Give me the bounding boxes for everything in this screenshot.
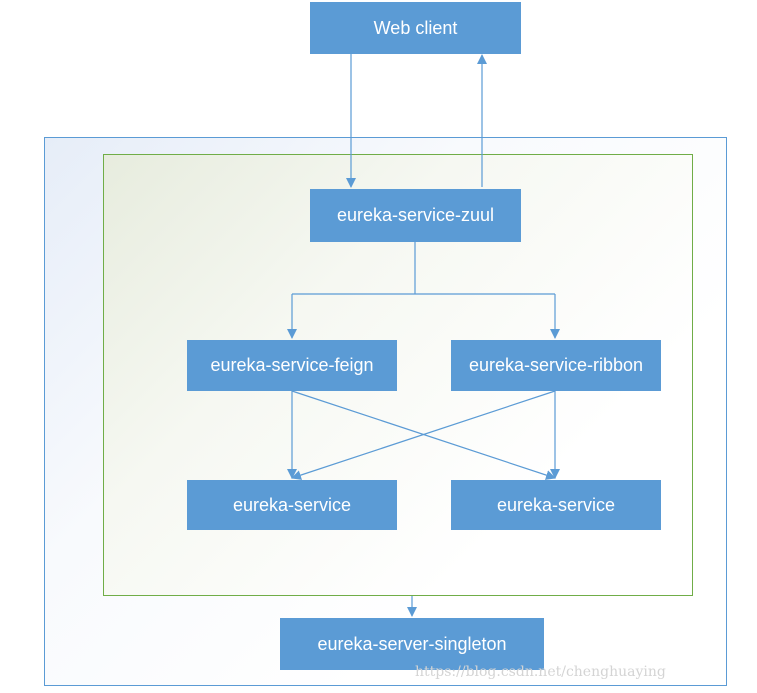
- watermark-text: https://blog.csdn.net/chenghuaying: [415, 664, 666, 680]
- service-node-left: eureka-service: [187, 480, 397, 530]
- zuul-service-node: eureka-service-zuul: [310, 189, 521, 242]
- service-node-right: eureka-service: [451, 480, 661, 530]
- server-singleton-node: eureka-server-singleton: [280, 618, 544, 670]
- edge-zuul-split: [292, 242, 555, 295]
- edge-ribbon-to-service-left: [291, 390, 556, 480]
- feign-service-node: eureka-service-feign: [187, 340, 397, 391]
- ribbon-service-node: eureka-service-ribbon: [451, 340, 661, 391]
- web-client-node: Web client: [310, 2, 521, 54]
